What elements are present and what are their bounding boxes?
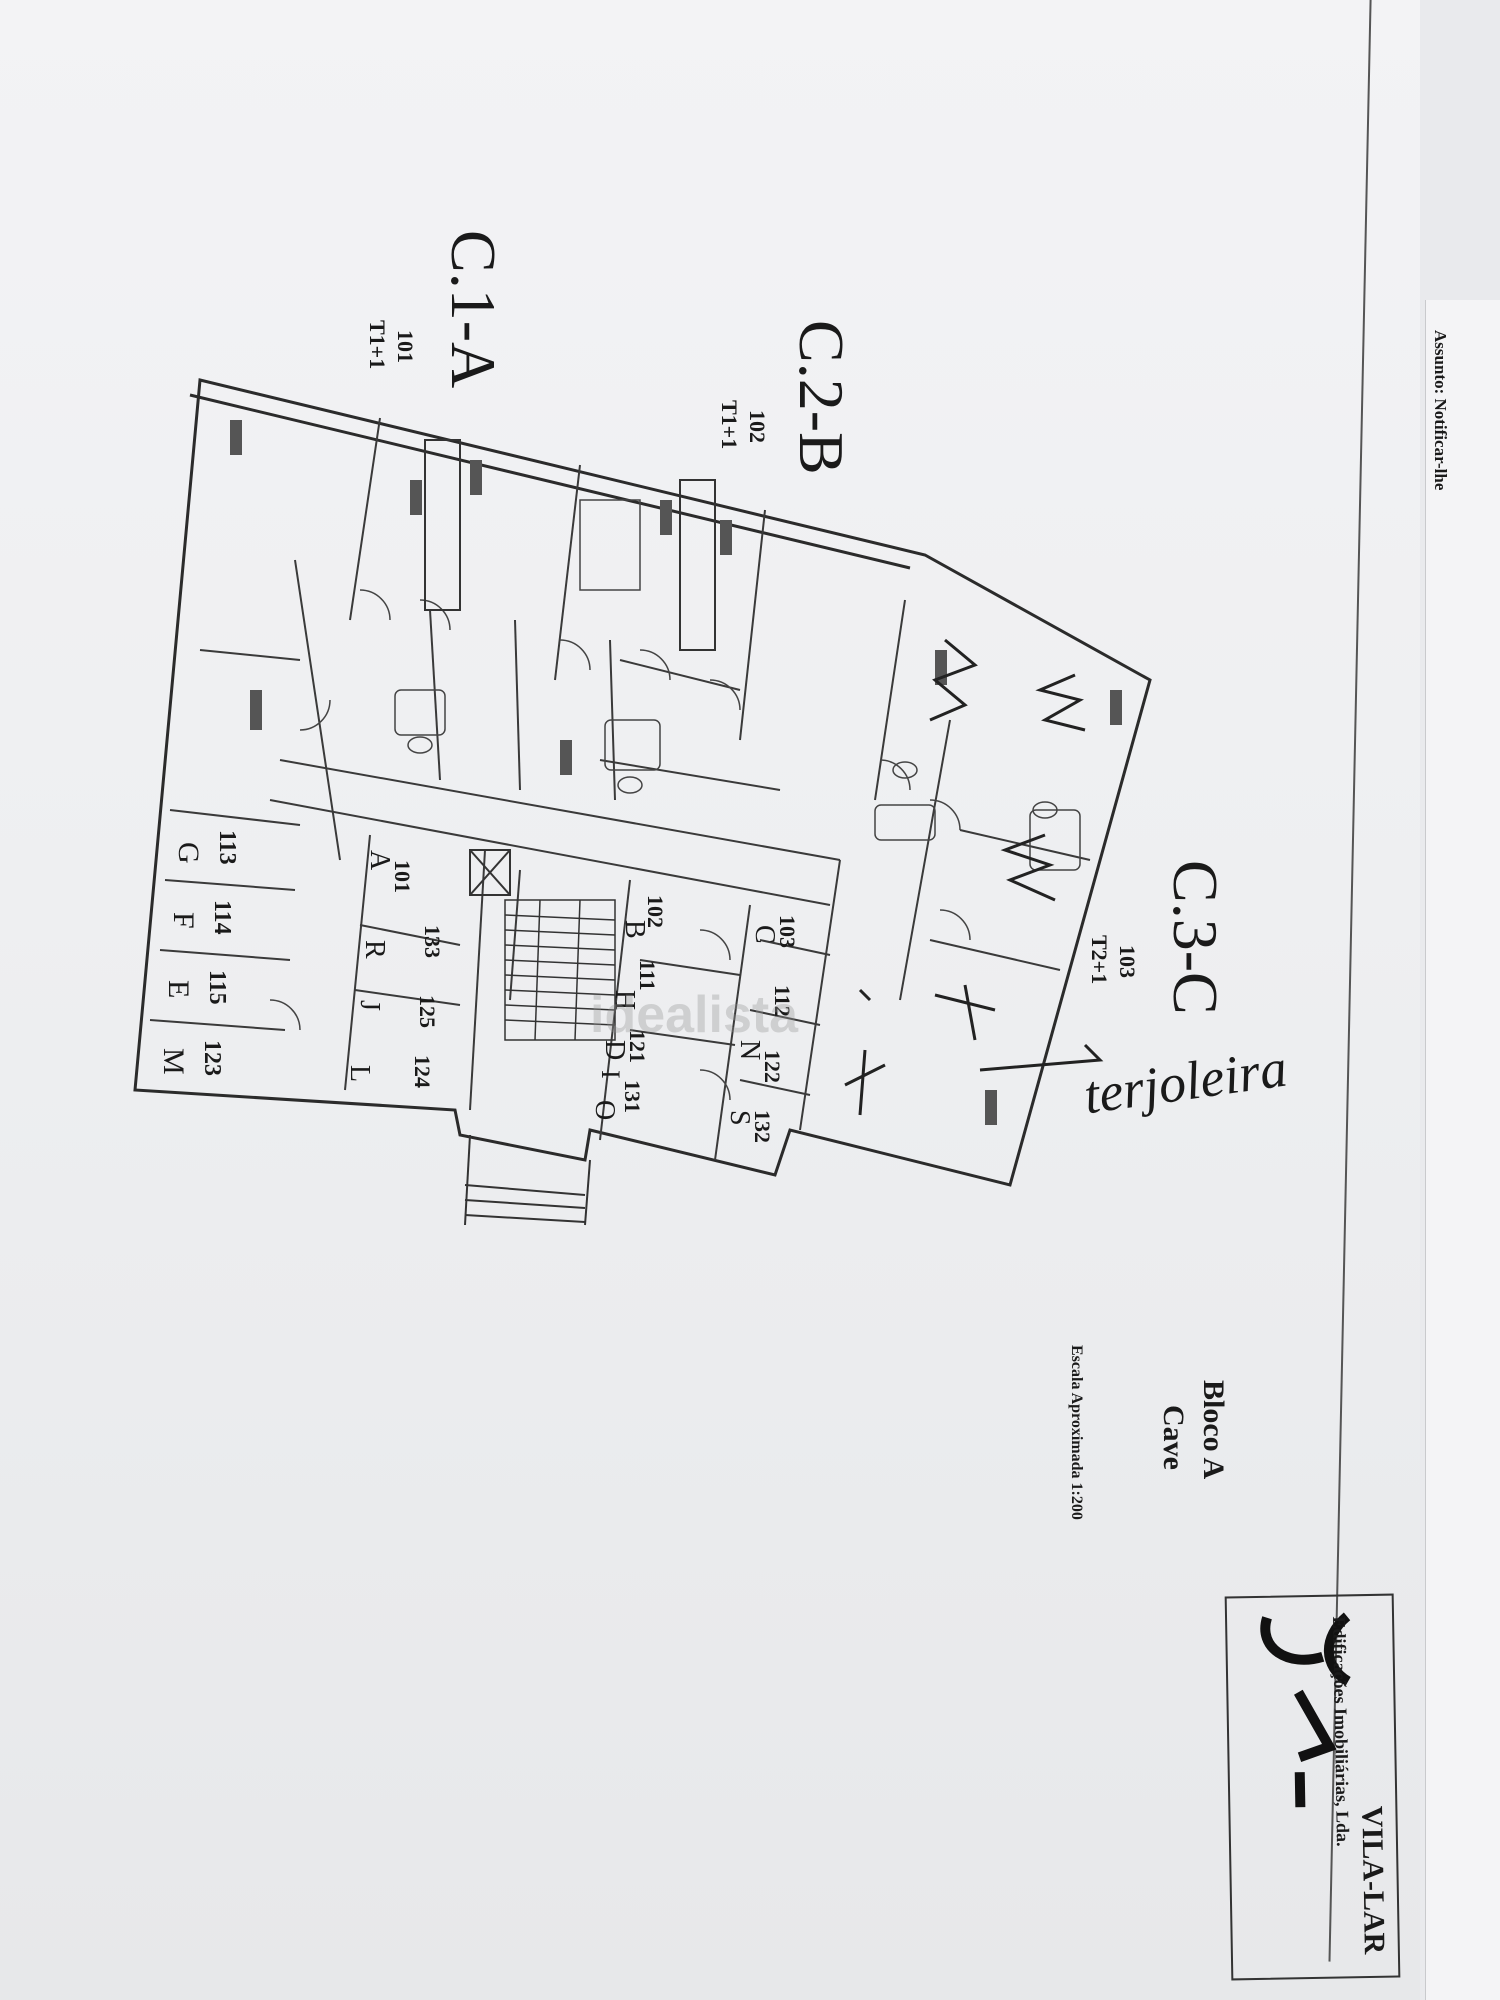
staircase	[504, 899, 616, 1041]
storage-letter: O	[589, 1100, 620, 1121]
unit-type-101: T1+1	[365, 320, 390, 370]
watermark: idealista	[590, 986, 799, 1044]
unit-type-103: T2+1	[1087, 935, 1112, 985]
company-logo-box: VILA-LAR Edificações Imobiliárias, Lda.	[1224, 1593, 1401, 1981]
storage-letter: S	[724, 1110, 755, 1126]
door-swings	[269, 589, 971, 1101]
storage-letter: M	[157, 1048, 190, 1075]
building-outline	[133, 378, 1152, 1187]
inner-walls	[149, 417, 1091, 1161]
unit-type-102: T1+1	[717, 400, 742, 450]
storage-letter: I	[596, 1070, 625, 1079]
kitchen-counters	[424, 439, 716, 651]
storage-letter: F	[167, 912, 200, 929]
storage-number: 124	[410, 1055, 435, 1088]
level-title: Cave	[1157, 1405, 1190, 1470]
room-label-marks	[230, 420, 1122, 1125]
unit-number-102: 102	[745, 410, 770, 443]
storage-number: 123	[199, 1040, 225, 1076]
storage-letter: A	[364, 850, 395, 871]
lift-shaft	[469, 849, 511, 896]
unit-code-c1a: C.1-A	[438, 230, 509, 389]
company-subtitle: Edificações Imobiliárias, Lda.	[1329, 1616, 1354, 1847]
paper-sheet	[0, 0, 1420, 2000]
storage-letter: L	[344, 1065, 375, 1083]
company-name: VILA-LAR	[1355, 1805, 1391, 1955]
block-title: Bloco A	[1197, 1380, 1230, 1480]
storage-number: 125	[415, 995, 440, 1028]
underlying-sheet	[1425, 300, 1500, 2000]
unit-code-c2b: C.2-B	[786, 320, 857, 475]
storage-number: 133	[420, 925, 445, 958]
entrance-stairs	[464, 1134, 591, 1226]
handwritten-marks	[844, 638, 1104, 1116]
unit-number-101: 101	[393, 330, 418, 363]
storage-letter: G	[172, 842, 205, 864]
company-logo-icon	[1260, 1612, 1351, 1808]
storage-letter: R	[359, 940, 390, 959]
storage-letter: E	[162, 980, 195, 999]
storage-number: 115	[204, 970, 230, 1005]
storage-letter: J	[354, 1000, 385, 1011]
storage-number: 131	[620, 1080, 645, 1113]
storage-number: 113	[214, 830, 240, 865]
bathroom-fixtures	[394, 499, 1081, 871]
storage-letter: B	[619, 920, 650, 939]
scale-note: Escala Aproximada 1:200	[1068, 1345, 1085, 1520]
storage-number: 114	[209, 900, 235, 935]
unit-code-c3c: C.3-C	[1160, 860, 1231, 1015]
storage-letter: C	[749, 925, 780, 944]
unit-number-103: 103	[1115, 945, 1140, 978]
